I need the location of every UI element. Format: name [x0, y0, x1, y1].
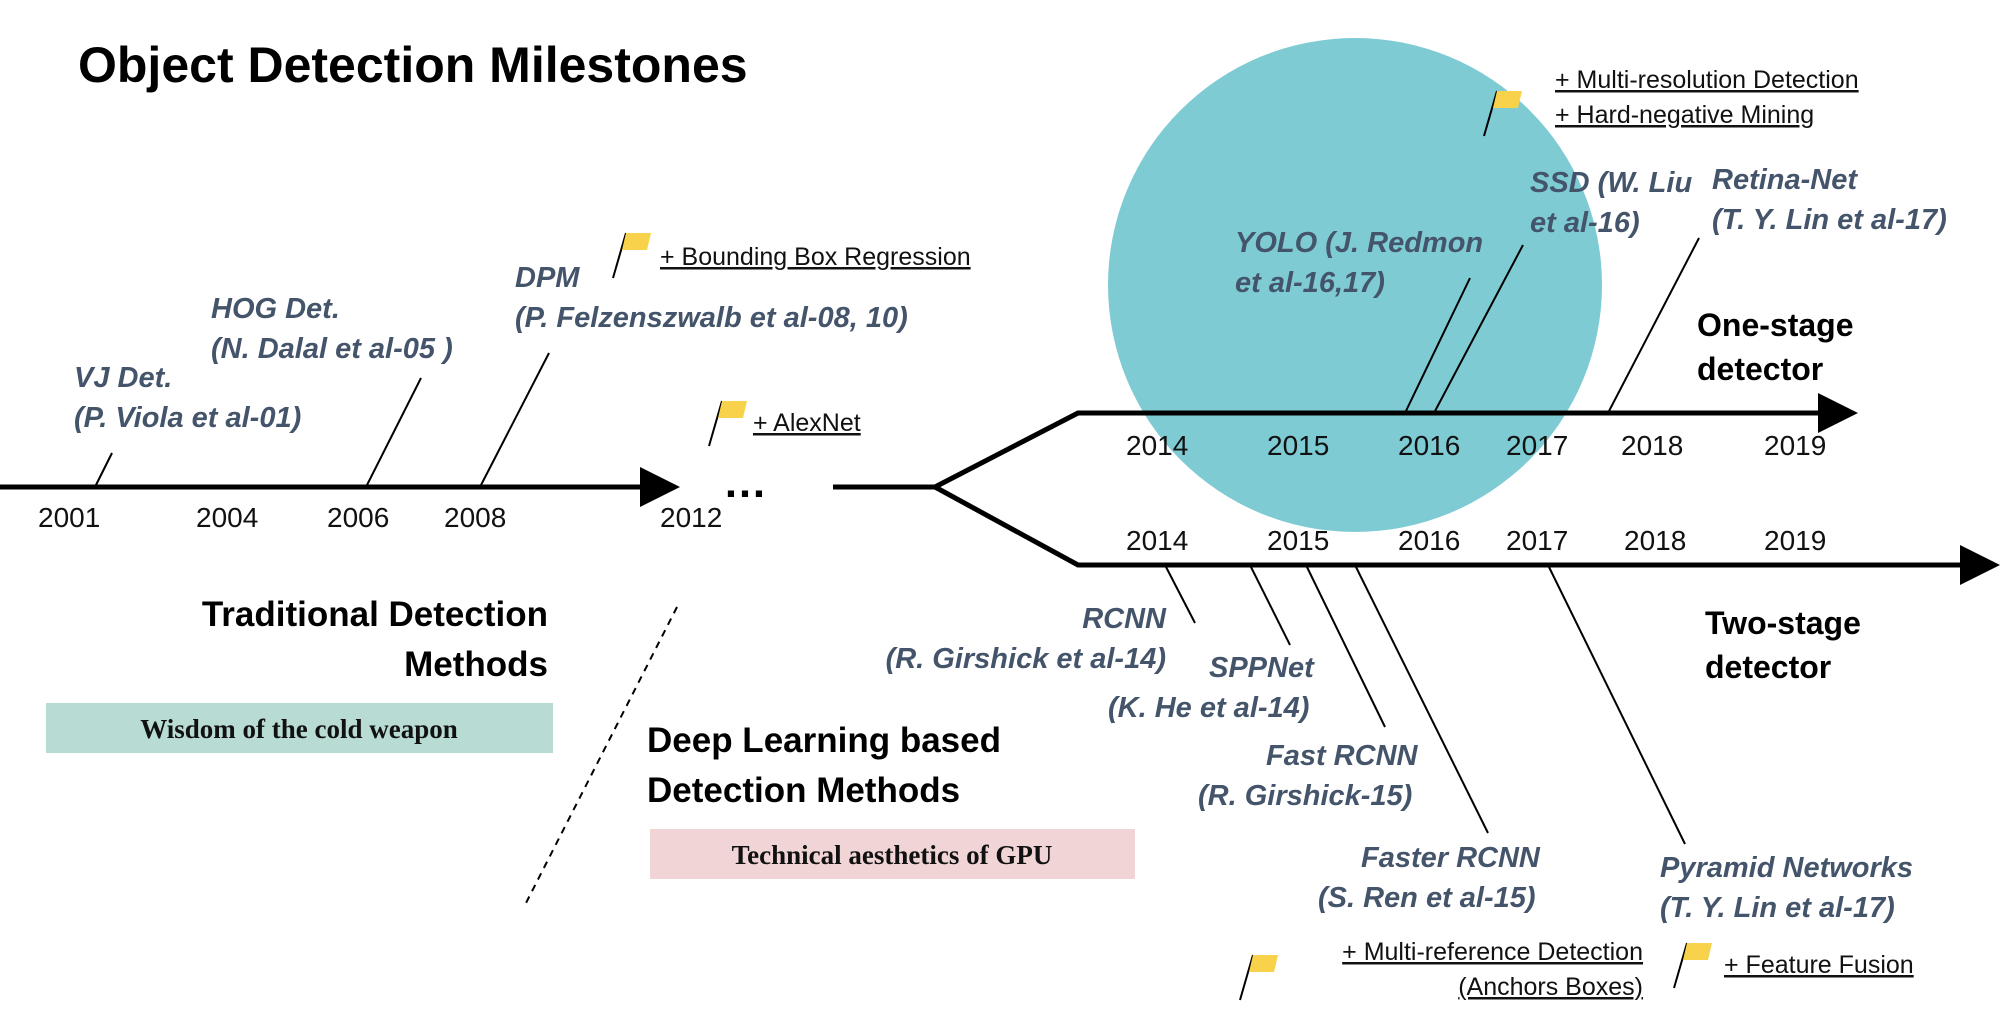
traditional-heading: Traditional Detection — [202, 595, 548, 634]
flag-icon — [1239, 954, 1278, 1001]
leader-line — [365, 377, 422, 488]
one-stage-label: One-stage — [1697, 307, 1853, 343]
detector-sppnet-ref: (K. He et al-14) — [1108, 692, 1309, 724]
detector-retinanet: Retina-Net — [1712, 164, 1858, 196]
leader-line — [1249, 564, 1291, 646]
deep-heading: Deep Learning based — [647, 721, 1001, 760]
note-anchor-boxes: (Anchors Boxes) — [1458, 973, 1643, 1001]
note-bbox-regression: + Bounding Box Regression — [660, 243, 971, 271]
year-label: 2001 — [38, 502, 100, 533]
two-stage-label: detector — [1705, 649, 1831, 685]
traditional-tag: Wisdom of the cold weapon — [140, 714, 458, 744]
leader-line — [1607, 237, 1700, 414]
flag-icon — [612, 232, 651, 279]
note-hard-negative: + Hard-negative Mining — [1555, 101, 1814, 129]
leader-line — [1547, 564, 1686, 845]
section-divider — [525, 606, 678, 904]
deep-heading: Detection Methods — [647, 771, 960, 810]
year-label: 2019 — [1764, 525, 1826, 556]
detector-fast-rcnn-ref: (R. Girshick-15) — [1198, 780, 1412, 812]
timeline-ellipsis: … — [723, 458, 767, 507]
flag-icon — [1673, 942, 1712, 989]
note-multi-reference: + Multi-reference Detection — [1342, 938, 1643, 966]
one-stage-label: detector — [1697, 351, 1823, 387]
leader-line — [94, 452, 113, 488]
one-stage-timeline-arrow — [933, 393, 1858, 490]
year-label: 2012 — [660, 502, 722, 533]
detector-retinanet-ref: (T. Y. Lin et al-17) — [1712, 204, 1947, 236]
detector-faster-rcnn-ref: (S. Ren et al-15) — [1318, 882, 1536, 914]
detector-vj-ref: (P. Viola et al-01) — [74, 402, 301, 434]
leader-line — [1305, 564, 1386, 728]
detector-ssd-ref: et al-16) — [1530, 207, 1640, 239]
detector-ssd: SSD (W. Liu — [1530, 167, 1692, 199]
detector-hog: HOG Det. — [211, 293, 340, 325]
year-label: 2016 — [1398, 525, 1460, 556]
note-feature-fusion: + Feature Fusion — [1724, 951, 1914, 979]
note-alexnet: + AlexNet — [753, 409, 861, 437]
traditional-tag-box — [46, 703, 553, 753]
year-label: 2014 — [1126, 430, 1188, 461]
flag-icon — [1483, 90, 1522, 137]
leader-line — [1433, 244, 1524, 414]
detector-rcnn: RCNN — [1082, 603, 1167, 635]
detector-faster-rcnn: Faster RCNN — [1361, 842, 1541, 874]
year-label: 2018 — [1621, 430, 1683, 461]
year-label: 2014 — [1126, 525, 1188, 556]
leader-line — [479, 352, 550, 488]
year-label: 2018 — [1624, 525, 1686, 556]
year-label: 2006 — [327, 502, 389, 533]
detector-dpm-ref: (P. Felzenszwalb et al-08, 10) — [515, 302, 908, 334]
flag-icon — [708, 400, 747, 447]
detector-sppnet: SPPNet — [1209, 652, 1315, 684]
detector-fpn: Pyramid Networks — [1660, 852, 1913, 884]
detector-yolo-ref: et al-16,17) — [1235, 267, 1385, 299]
two-stage-label: Two-stage — [1705, 605, 1861, 641]
highlight-circle — [1108, 38, 1602, 532]
leader-line — [1164, 564, 1196, 624]
year-label: 2008 — [444, 502, 506, 533]
two-stage-timeline-arrow — [933, 484, 2000, 585]
traditional-heading: Methods — [404, 645, 548, 684]
detector-hog-ref: (N. Dalal et al-05 ) — [211, 333, 453, 365]
year-label: 2015 — [1267, 525, 1329, 556]
page-title: Object Detection Milestones — [78, 37, 748, 93]
year-label: 2017 — [1506, 525, 1568, 556]
year-label: 2016 — [1398, 430, 1460, 461]
detector-vj: VJ Det. — [74, 362, 172, 394]
detector-fpn-ref: (T. Y. Lin et al-17) — [1660, 892, 1895, 924]
year-label: 2015 — [1267, 430, 1329, 461]
year-label: 2019 — [1764, 430, 1826, 461]
leader-line — [1404, 277, 1471, 414]
leader-line — [1354, 564, 1489, 834]
detector-fast-rcnn: Fast RCNN — [1266, 740, 1419, 772]
year-label: 2004 — [196, 502, 258, 533]
year-label: 2017 — [1506, 430, 1568, 461]
detector-dpm: DPM — [515, 262, 580, 294]
detector-yolo: YOLO (J. Redmon — [1235, 227, 1483, 259]
detector-rcnn-ref: (R. Girshick et al-14) — [886, 643, 1166, 675]
note-multi-resolution: + Multi-resolution Detection — [1555, 66, 1859, 94]
deep-tag-box — [650, 829, 1135, 879]
deep-tag: Technical aesthetics of GPU — [732, 840, 1053, 870]
